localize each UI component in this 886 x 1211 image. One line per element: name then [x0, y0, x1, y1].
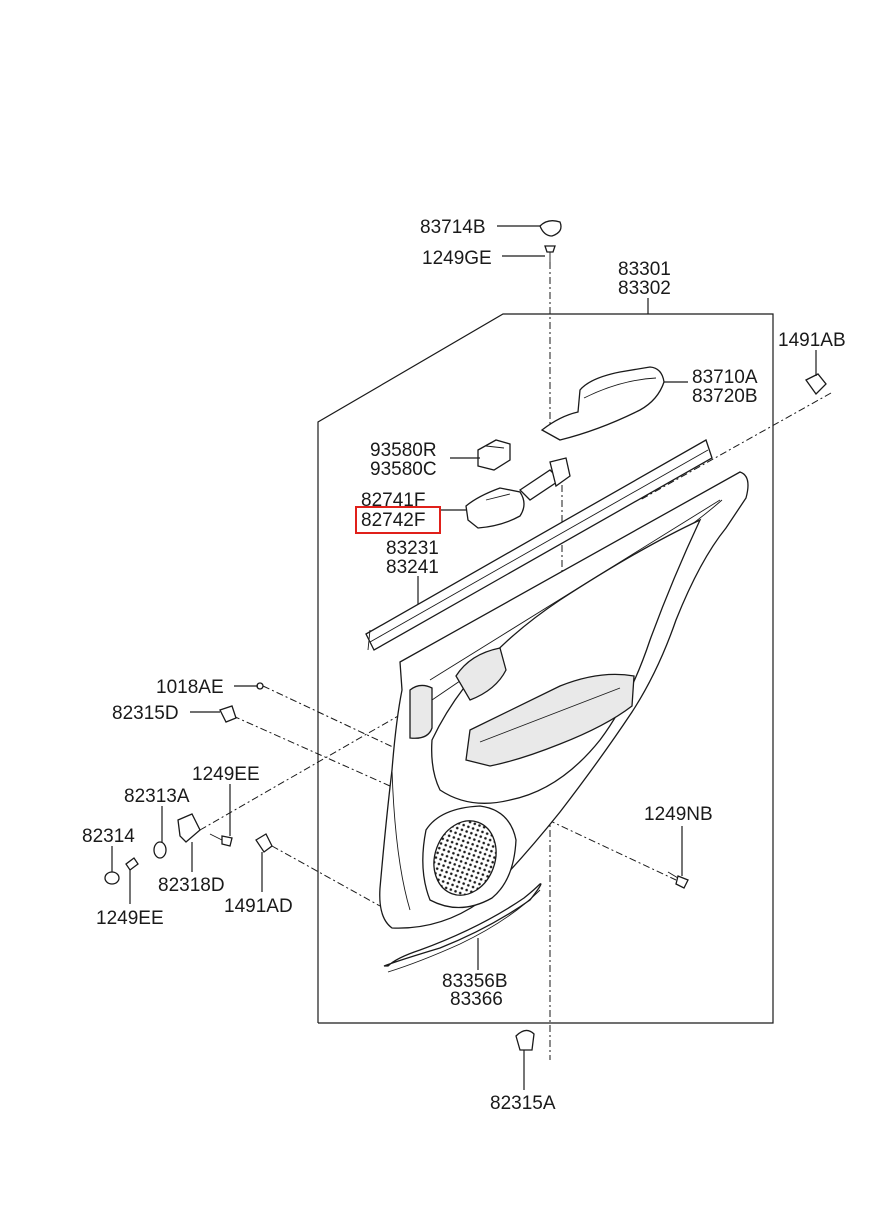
- label-1491AD: 1491AD: [224, 896, 293, 917]
- bracket-82318D-icon: [177, 813, 201, 843]
- label-82315D: 82315D: [112, 703, 179, 724]
- label-83302: 83302: [618, 278, 671, 299]
- cap-83714B-icon: [539, 220, 562, 237]
- label-1018AE: 1018AE: [156, 677, 224, 698]
- assembly-boundary: [317, 313, 774, 1024]
- screw-1249NB-icon: [667, 871, 689, 889]
- screw-1249GE-icon: [544, 245, 556, 264]
- label-83366: 83366: [450, 989, 503, 1010]
- label-83356B: 83356B: [442, 971, 508, 992]
- clip-1491AB-icon: [805, 373, 827, 396]
- label-93580C: 93580C: [370, 459, 437, 480]
- bezel-bracket: [549, 457, 571, 488]
- label-82742F: 82742F: [361, 510, 425, 531]
- weatherstrip: [365, 439, 713, 651]
- label-93580R: 93580R: [370, 440, 437, 461]
- switch-bezel: [465, 469, 562, 529]
- clip-82315D-icon: [219, 705, 237, 723]
- label-82741F: 82741F: [361, 490, 425, 511]
- screw-1249EE-b-icon: [125, 857, 139, 871]
- label-82315A: 82315A: [490, 1093, 556, 1114]
- label-82313A: 82313A: [124, 786, 190, 807]
- label-82318D: 82318D: [158, 875, 225, 896]
- part-labels: 83714B 1249GE 83301 83302 1491AB 83710A …: [82, 217, 846, 1114]
- label-83301: 83301: [618, 259, 671, 280]
- armrest-upper-trim: [540, 366, 665, 441]
- label-82314: 82314: [82, 826, 135, 847]
- washer-82313A-icon: [153, 841, 167, 859]
- label-83714B: 83714B: [420, 217, 486, 238]
- label-1249GE: 1249GE: [422, 248, 492, 269]
- label-83710A: 83710A: [692, 367, 758, 388]
- highlight-box-82742F: [355, 506, 441, 534]
- lower-garnish-strip: [383, 883, 542, 973]
- label-1249EE-top: 1249EE: [192, 764, 260, 785]
- speaker-grille: [433, 820, 497, 896]
- label-1491AB: 1491AB: [778, 330, 846, 351]
- clip-1491AD-icon: [255, 833, 273, 853]
- clip-82315A-icon: [515, 1029, 535, 1051]
- screw-1249EE-a-icon: [209, 833, 233, 847]
- label-83241: 83241: [386, 557, 439, 578]
- label-1249NB: 1249NB: [644, 804, 713, 825]
- label-83720B: 83720B: [692, 386, 758, 407]
- label-1249EE-bottom: 1249EE: [96, 908, 164, 929]
- window-switch: [477, 439, 511, 471]
- leader-lines: [111, 225, 817, 1090]
- cap-82314-icon: [104, 871, 120, 885]
- fasteners: [104, 220, 827, 1051]
- label-83231: 83231: [386, 538, 439, 559]
